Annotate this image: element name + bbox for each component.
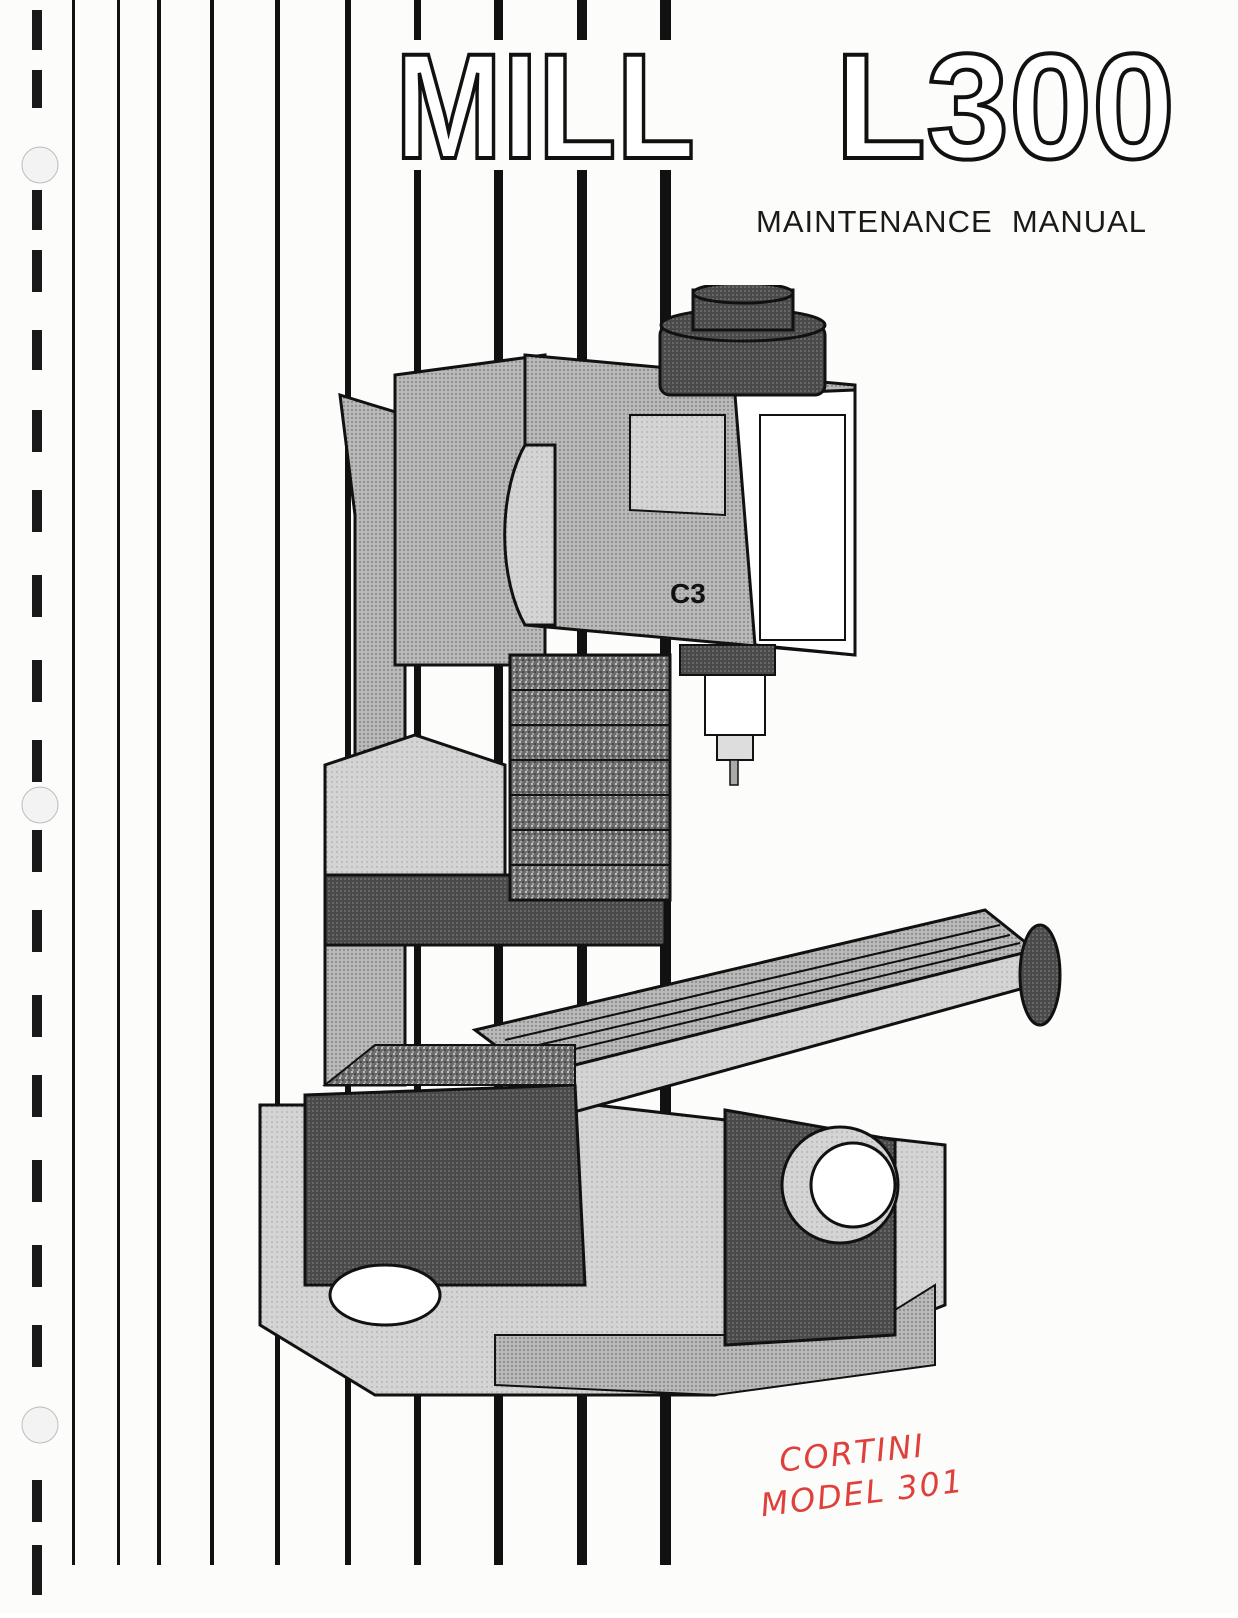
saddle — [303, 1083, 587, 1287]
stripe-4 — [210, 0, 214, 1565]
stripe-2 — [117, 0, 120, 1565]
stripe-5 — [275, 0, 280, 1565]
cover-title: MILL L300 — [395, 40, 1205, 170]
title-left: MILL — [395, 40, 695, 170]
subtitle: MAINTENANCE MANUAL — [756, 204, 1148, 239]
mill-illustration: C3 — [255, 285, 1095, 1435]
title-right: L300 — [835, 40, 1175, 170]
stripe-3 — [157, 0, 161, 1565]
binding-strip — [0, 0, 60, 1613]
binding-holes — [21, 10, 59, 1595]
milling-machine-drawing: C3 — [258, 285, 1062, 1397]
stripe-1 — [72, 0, 75, 1565]
column — [323, 392, 407, 1087]
head-badge: C3 — [670, 578, 706, 609]
bellows-cover — [508, 653, 672, 902]
